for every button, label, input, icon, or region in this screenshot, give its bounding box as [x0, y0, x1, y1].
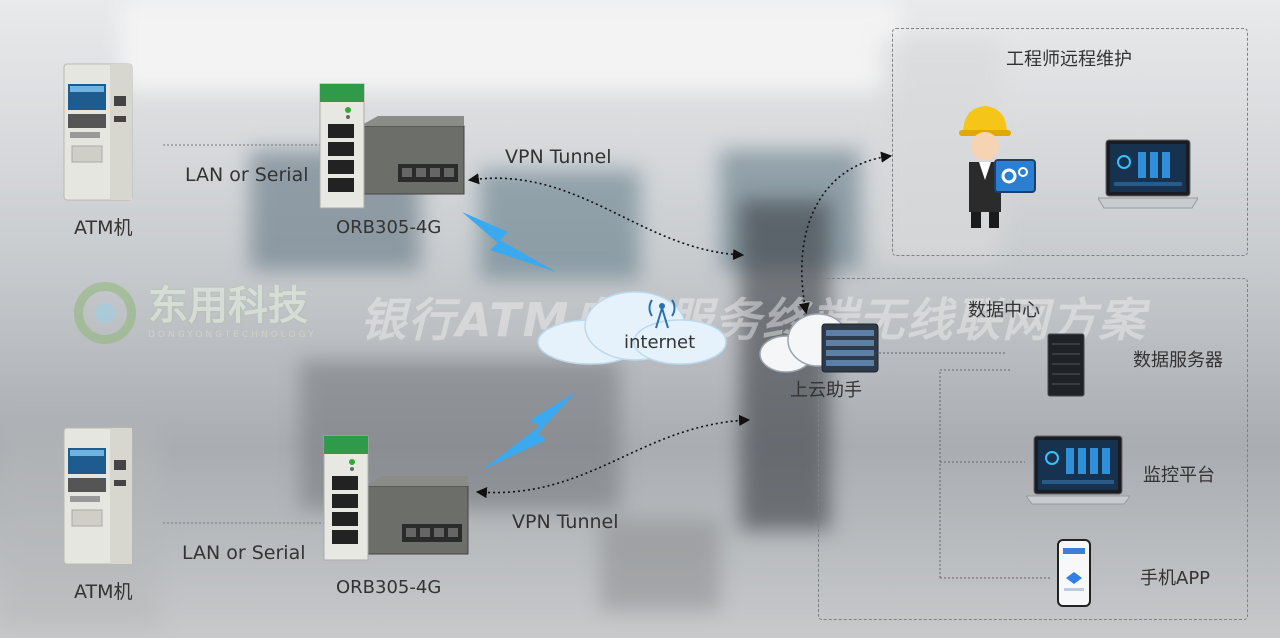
signal-bolt-bottom	[482, 392, 576, 470]
engineer-figure-icon	[959, 106, 1036, 228]
engineer-laptop-icon	[1098, 139, 1198, 209]
vpn-label-bottom: VPN Tunnel	[512, 511, 619, 533]
engineer-box	[892, 28, 1248, 256]
watermark-title: 银行ATM自助服务终端无线联网方案	[360, 293, 1147, 347]
internet-label: internet	[624, 332, 696, 353]
vpn-tunnel-bottom	[475, 414, 751, 499]
cloud-assistant-label: 上云助手	[790, 380, 862, 401]
atm-label-bottom: ATM机	[74, 581, 133, 603]
datacenter-box-title: 数据中心	[968, 300, 1040, 321]
internet-cloud-icon	[537, 291, 727, 365]
lan-label-bottom: LAN or Serial	[182, 542, 306, 564]
lan-label-top: LAN or Serial	[185, 164, 309, 186]
atm-machine-top-icon	[63, 63, 133, 201]
brand-name: 东用科技	[148, 283, 308, 329]
atm-machine-bottom-icon	[63, 427, 133, 565]
data-server-icon	[1047, 333, 1085, 397]
brand-watermark: 东用科技 DONGYONGTECHNOLOGY	[74, 282, 317, 344]
mobile-app-label: 手机APP	[1140, 568, 1211, 589]
mobile-app-phone-icon	[1057, 539, 1091, 607]
cloud-engineer-link	[798, 151, 893, 315]
monitor-platform-label: 监控平台	[1143, 465, 1215, 486]
router-top-icon	[319, 83, 465, 209]
datacenter-box	[818, 278, 1248, 620]
vpn-label-top: VPN Tunnel	[505, 146, 612, 168]
router-label-top: ORB305-4G	[336, 217, 442, 238]
vpn-tunnel-top	[467, 173, 745, 261]
cloud-assistant-icon	[759, 313, 879, 373]
signal-bolt-top	[462, 212, 556, 272]
data-server-label: 数据服务器	[1133, 350, 1223, 371]
router-label-bottom: ORB305-4G	[336, 577, 442, 598]
router-bottom-icon	[323, 435, 469, 561]
engineer-box-title: 工程师远程维护	[1006, 49, 1132, 70]
atm-label-top: ATM机	[74, 217, 133, 239]
brand-logo-icon	[74, 282, 136, 344]
monitor-platform-laptop-icon	[1026, 435, 1130, 505]
brand-subtitle: DONGYONGTECHNOLOGY	[148, 330, 317, 340]
